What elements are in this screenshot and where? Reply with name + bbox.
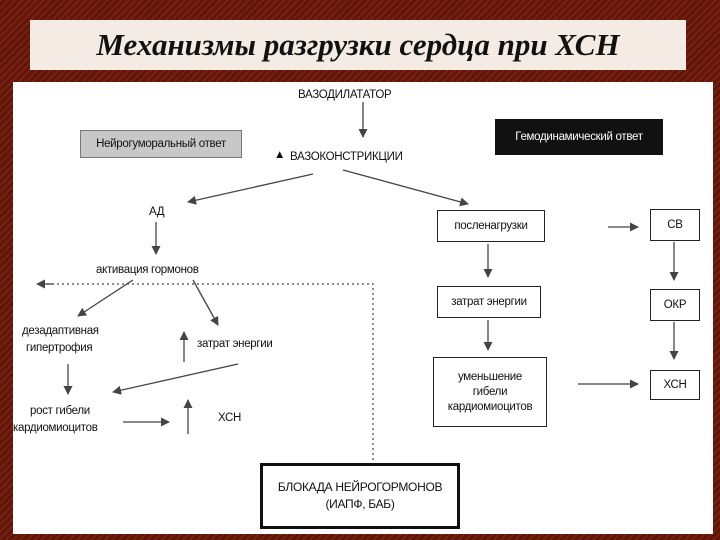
arrow-to-energy-left [192, 279, 219, 326]
arrow-to-bp [187, 173, 314, 205]
box-afterload: посленагрузки [437, 210, 545, 242]
death-reduce-line1: уменьшение [457, 370, 523, 383]
blockade-line2: (ИАПФ, БАБ) [325, 497, 395, 511]
blockade-dotted-line [41, 283, 374, 460]
box-death-reduce: уменьшение гибели кардиомиоцитов [433, 357, 547, 427]
label-vasoconstriction: ВАЗОКОНСТРИКЦИИ [290, 151, 403, 163]
label-death-growth-line1: рост гибели [30, 405, 90, 417]
title-band: Механизмы разгрузки сердца при ХСН [30, 20, 686, 70]
label-bp: АД [149, 206, 165, 218]
label-energy-left: затрат энергии [197, 338, 273, 350]
blockade-line1: БЛОКАДА НЕЙРОГОРМОНОВ [277, 480, 443, 494]
box-co: СВ [650, 209, 700, 241]
label-maladaptive-line2: гипертрофия [26, 342, 93, 354]
label-death-growth-line2: кардиомиоцитов [13, 422, 98, 434]
box-hemodynamic: Гемодинамический ответ [495, 119, 663, 155]
arrow-to-maladaptive [77, 279, 134, 317]
box-energy-right: затрат энергии [437, 286, 541, 318]
slide-title: Механизмы разгрузки сердца при ХСН [96, 27, 620, 62]
label-maladaptive-line1: дезадаптивная [22, 325, 99, 337]
diagram-connectors [36, 102, 679, 460]
diagram-panel: ВАЗОДИЛАТАТОР Нейрогуморальный ответ Гем… [13, 82, 713, 534]
box-blockade: БЛОКАДА НЕЙРОГОРМОНОВ (ИАПФ, БАБ) [260, 463, 460, 529]
death-reduce-line3: кардиомиоцитов [447, 400, 533, 413]
arrow-marker-vasoconstriction: ▲ [274, 149, 286, 161]
box-chf-right: ХСН [650, 370, 700, 400]
box-neurohumoral: Нейрогуморальный ответ [80, 130, 242, 158]
arrow-to-afterload [342, 169, 469, 207]
label-hormone-activation: активация гормонов [96, 264, 199, 276]
label-chf-left: ХСН [218, 412, 241, 424]
death-reduce-line2: гибели [472, 385, 508, 398]
box-okr: ОКР [650, 289, 700, 321]
arrow-to-death-growth [112, 363, 239, 395]
label-vasodilator: ВАЗОДИЛАТАТОР [298, 89, 392, 101]
